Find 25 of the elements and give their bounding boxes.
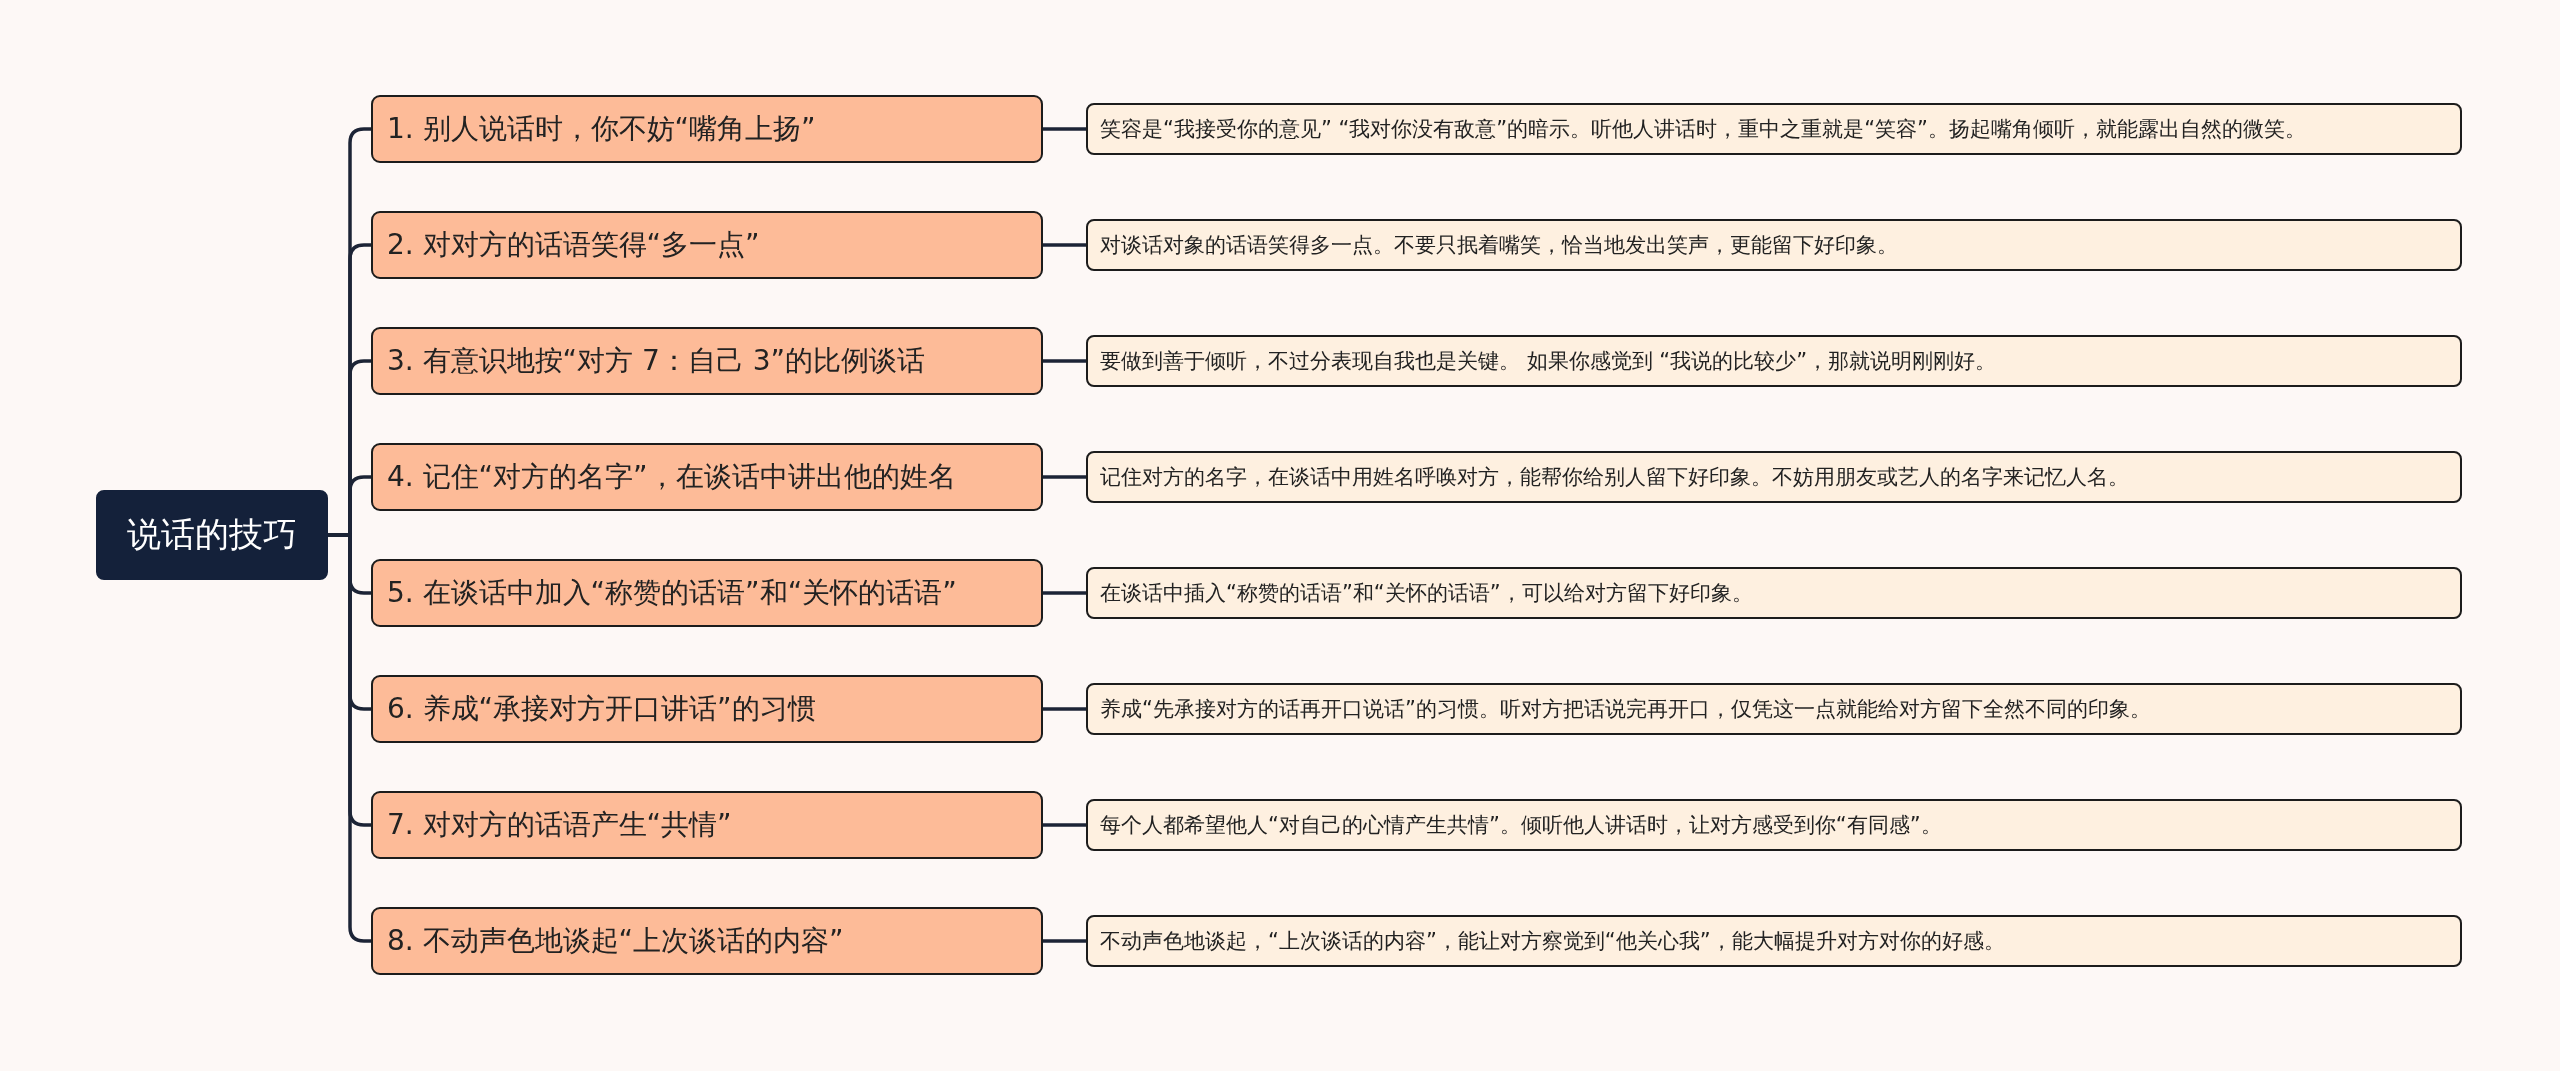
connector-line: [1043, 475, 1086, 479]
detail-box: 在谈话中插入“称赞的话语”和“关怀的话语”，可以给对方留下好印象。: [1086, 567, 2462, 619]
detail-box: 不动声色地谈起，“上次谈话的内容”，能让对方察觉到“他关心我”，能大幅提升对方对你的好感。: [1086, 915, 2462, 967]
detail-box: 要做到善于倾听，不过分表现自我也是关键。 如果你感觉到 “我说的比较少”，那就说明刚刚好。: [1086, 335, 2462, 387]
connector-line: [1043, 127, 1086, 131]
topic-box: 2. 对对方的话语笑得“多一点”: [371, 211, 1043, 279]
detail-box: 对谈话对象的话语笑得多一点。不要只抿着嘴笑，恰当地发出笑声，更能留下好印象。: [1086, 219, 2462, 271]
connector-line: [1043, 243, 1086, 247]
topic-box: 4. 记住“对方的名字”，在谈话中讲出他的姓名: [371, 443, 1043, 511]
connector-line: [1043, 823, 1086, 827]
connector-line: [1043, 939, 1086, 943]
detail-box: 笑容是“我接受你的意见” “我对你没有敌意”的暗示。听他人讲话时，重中之重就是“笑容”。扬起嘴角倾听，就能露出自然的微笑。: [1086, 103, 2462, 155]
topic-box: 8. 不动声色地谈起“上次谈话的内容”: [371, 907, 1043, 975]
topic-box: 7. 对对方的话语产生“共情”: [371, 791, 1043, 859]
topic-box: 6. 养成“承接对方开口讲话”的习惯: [371, 675, 1043, 743]
topic-box: 5. 在谈话中加入“称赞的话语”和“关怀的话语”: [371, 559, 1043, 627]
detail-box: 每个人都希望他人“对自己的心情产生共情”。倾听他人讲话时，让对方感受到你“有同感”。: [1086, 799, 2462, 851]
root-box: 说话的技巧: [96, 490, 328, 580]
connector-line: [1043, 359, 1086, 363]
topic-box: 3. 有意识地按“对方 7：自己 3”的比例谈话: [371, 327, 1043, 395]
detail-box: 记住对方的名字，在谈话中用姓名呼唤对方，能帮你给别人留下好印象。不妨用朋友或艺人的名字来记忆人名。: [1086, 451, 2462, 503]
connector-line: [1043, 591, 1086, 595]
detail-box: 养成“先承接对方的话再开口说话”的习惯。听对方把话说完再开口，仅凭这一点就能给对方留下全然不同的印象。: [1086, 683, 2462, 735]
connector-line: [1043, 707, 1086, 711]
topic-box: 1. 别人说话时，你不妨“嘴角上扬”: [371, 95, 1043, 163]
